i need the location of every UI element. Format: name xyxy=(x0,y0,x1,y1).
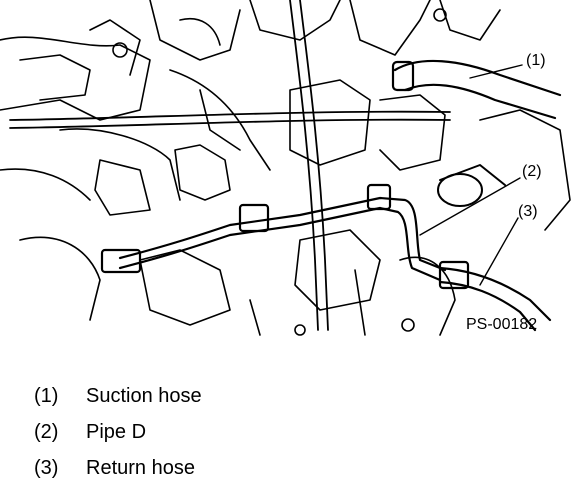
engine-bay-illustration xyxy=(0,0,571,336)
callout-leaders xyxy=(419,64,523,286)
callout-3: (3) xyxy=(518,203,538,220)
reservoir-drawing xyxy=(437,164,506,207)
callout-2: (2) xyxy=(522,163,542,180)
legend-item: (1) Suction hose xyxy=(34,378,202,414)
figure-code: PS-00182 xyxy=(466,316,538,333)
legend-label: Pipe D xyxy=(86,421,147,443)
legend-number: (2) xyxy=(34,421,59,443)
legend: (1) Suction hose (2) Pipe D (3) Return h… xyxy=(34,378,202,486)
legend-number: (3) xyxy=(34,457,59,479)
legend-item: (3) Return hose xyxy=(34,450,202,486)
suction-hose-drawing xyxy=(391,59,562,120)
legend-number: (1) xyxy=(34,385,59,407)
legend-label: Return hose xyxy=(86,457,195,479)
pipe-d-drawing xyxy=(100,183,447,282)
legend-label: Suction hose xyxy=(86,385,202,407)
callout-1: (1) xyxy=(526,52,546,69)
wire-harness xyxy=(9,0,451,331)
return-hose-drawing xyxy=(438,260,552,332)
engine-background-drawing xyxy=(0,0,571,336)
legend-item: (2) Pipe D xyxy=(34,414,202,450)
